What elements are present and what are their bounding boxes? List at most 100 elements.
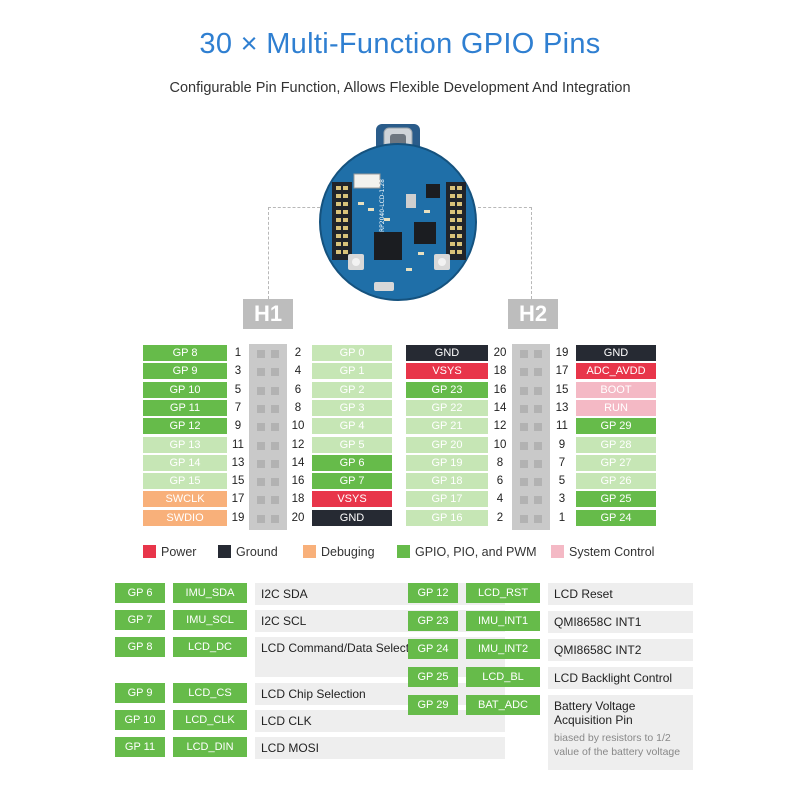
header-slot — [534, 350, 542, 358]
gpio-tag: GP 24 — [408, 639, 458, 659]
header-slot — [257, 404, 265, 413]
pin-number: 18 — [493, 365, 507, 377]
function-tag: LCD_RST — [466, 583, 540, 603]
header-slot — [534, 459, 542, 468]
pin-label: GP 24 — [576, 510, 656, 526]
function-description: LCD Reset — [548, 583, 693, 605]
pin-label: GP 26 — [576, 473, 656, 489]
pin-label: SWCLK — [143, 491, 227, 507]
pin-label: GP 12 — [143, 418, 227, 434]
pin-number: 15 — [555, 384, 569, 396]
function-tag: LCD_DC — [173, 637, 247, 657]
pin-number: 16 — [291, 475, 305, 487]
pin-number: 16 — [493, 384, 507, 396]
header-slot — [534, 368, 542, 377]
header-slot — [520, 350, 528, 358]
header-slot — [257, 478, 265, 487]
header-slot — [271, 386, 279, 395]
pin-number: 10 — [493, 439, 507, 451]
gpio-tag: GP 23 — [408, 611, 458, 631]
system-control-swatch — [551, 545, 564, 558]
legend-item-gpio: GPIO, PIO, and PWM — [397, 545, 537, 563]
pin-number: 12 — [493, 420, 507, 432]
h1-connector-vertical — [268, 207, 269, 299]
pin-label: GP 1 — [312, 363, 392, 379]
pin-number: 7 — [558, 457, 566, 469]
pin-number: 18 — [291, 493, 305, 505]
header-slot — [271, 459, 279, 468]
header-slot — [271, 368, 279, 377]
header-slot — [520, 404, 528, 413]
header-slot — [520, 423, 528, 432]
function-description: LCD CLK — [255, 710, 505, 732]
pin-label: GP 18 — [406, 473, 488, 489]
header-slot — [520, 459, 528, 468]
pin-number: 15 — [231, 475, 245, 487]
pin-label: GP 4 — [312, 418, 392, 434]
function-tag: LCD_DIN — [173, 737, 247, 757]
gpio-tag: GP 9 — [115, 683, 165, 703]
pin-label: GP 2 — [312, 382, 392, 398]
gpio-tag: GP 6 — [115, 583, 165, 603]
pin-label: GP 27 — [576, 455, 656, 471]
h2-connector-horizontal — [478, 207, 532, 208]
header-slot — [257, 350, 265, 358]
pin-number: 19 — [555, 347, 569, 359]
pin-label: GP 17 — [406, 491, 488, 507]
pin-number: 11 — [556, 420, 568, 432]
pin-label: RUN — [576, 400, 656, 416]
function-description: LCD MOSI — [255, 737, 505, 759]
pin-number: 13 — [231, 457, 245, 469]
pin-label: GP 6 — [312, 455, 392, 471]
header-slot — [257, 441, 265, 450]
pin-number: 1 — [558, 512, 566, 524]
pin-label: GP 14 — [143, 455, 227, 471]
pin-label: GP 22 — [406, 400, 488, 416]
function-tag: BAT_ADC — [466, 695, 540, 715]
header-slot — [257, 368, 265, 377]
h2-connector-vertical — [531, 207, 532, 299]
pin-number: 3 — [234, 365, 242, 377]
function-tag: IMU_SCL — [173, 610, 247, 630]
function-tag: IMU_INT2 — [466, 639, 540, 659]
h2-label: H2 — [508, 299, 558, 329]
pin-number: 11 — [232, 439, 244, 451]
function-description: QMI8658C INT1 — [548, 611, 693, 633]
board-image: RP2040-LCD-1.28 — [319, 124, 477, 301]
pin-number: 5 — [234, 384, 242, 396]
pin-label: SWDIO — [143, 510, 227, 526]
pin-label: GP 16 — [406, 510, 488, 526]
function-note: biased by resistors to 1/2 value of the … — [554, 732, 681, 758]
pin-label: VSYS — [312, 491, 392, 507]
pin-number: 14 — [291, 457, 305, 469]
pin-label: GP 21 — [406, 418, 488, 434]
header-slot — [257, 459, 265, 468]
h2-header-strip — [512, 344, 550, 530]
function-tag: LCD_CLK — [173, 710, 247, 730]
pin-number: 12 — [291, 439, 305, 451]
pin-number: 20 — [493, 347, 507, 359]
header-slot — [271, 514, 279, 523]
pin-label: GP 9 — [143, 363, 227, 379]
function-description: LCD Backlight Control — [548, 667, 693, 689]
pin-label: GP 13 — [143, 437, 227, 453]
function-tag: LCD_CS — [173, 683, 247, 703]
pin-label: GP 15 — [143, 473, 227, 489]
pin-label: GP 10 — [143, 382, 227, 398]
ground-swatch — [218, 545, 231, 558]
pin-number: 17 — [231, 493, 245, 505]
pin-number: 13 — [555, 402, 569, 414]
legend-item-ground: Ground — [218, 545, 278, 563]
header-slot — [520, 441, 528, 450]
h1-label: H1 — [243, 299, 293, 329]
gpio-tag: GP 29 — [408, 695, 458, 715]
pin-label: GP 8 — [143, 345, 227, 361]
header-slot — [271, 423, 279, 432]
pin-label: GND — [312, 510, 392, 526]
pin-label: GP 11 — [143, 400, 227, 416]
header-slot — [534, 386, 542, 395]
pin-number: 6 — [496, 475, 504, 487]
pin-label: GP 5 — [312, 437, 392, 453]
pin-label: GP 25 — [576, 491, 656, 507]
function-description-block: Battery Voltage Acquisition Pin biased b… — [548, 695, 693, 770]
